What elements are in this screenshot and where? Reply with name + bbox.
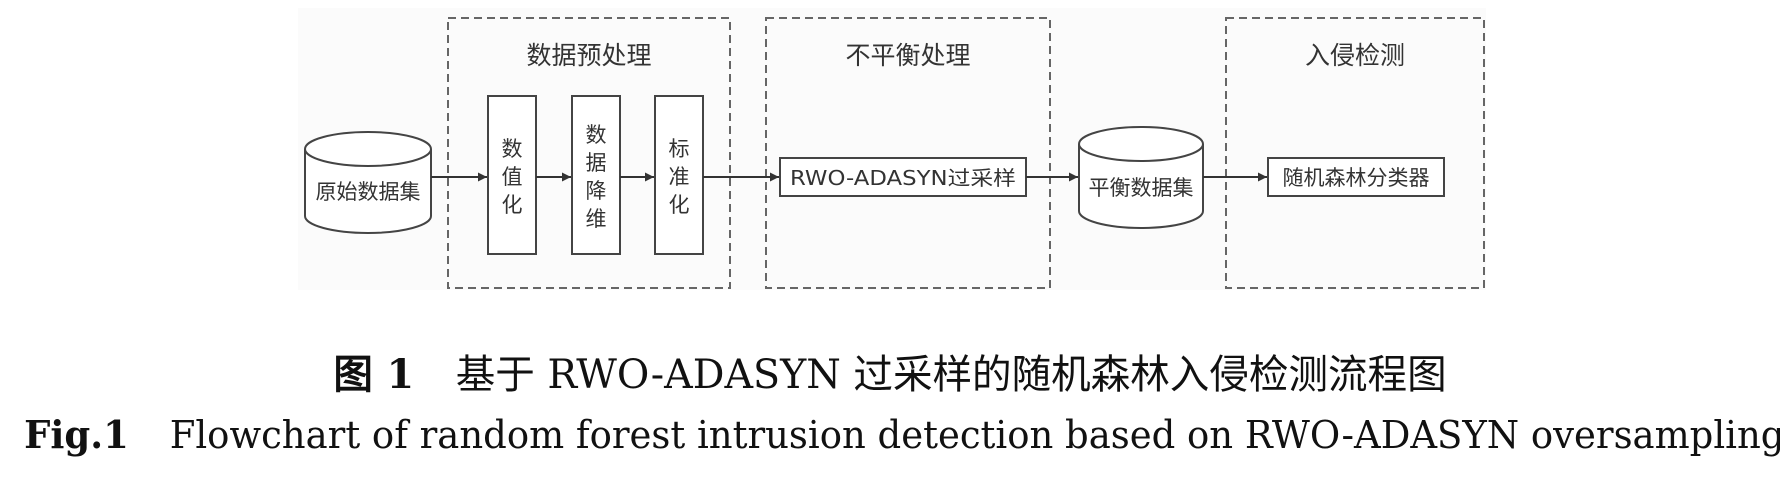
standardize-box <box>654 95 704 255</box>
group-title-preprocess: 数据预处理 <box>526 41 651 70</box>
raw-dataset-cylinder-top <box>304 131 432 167</box>
numeric-box <box>487 95 537 255</box>
numeric-char-3: 化 <box>502 193 523 217</box>
standardize-char-1: 标 <box>669 137 690 161</box>
node-balanced-dataset: 平衡数据集 <box>1078 126 1204 229</box>
balanced-dataset-cylinder-top <box>1078 126 1204 162</box>
node-raw-dataset: 原始数据集 <box>304 131 432 234</box>
dim-reduction-char-4: 维 <box>586 207 607 231</box>
node-numeric: 数 值 化 <box>487 95 537 255</box>
dim-reduction-char-3: 降 <box>586 179 607 203</box>
caption-en-text: Flowchart of random forest intrusion det… <box>169 413 1780 457</box>
group-title-imbalance: 不平衡处理 <box>845 41 970 70</box>
caption-cn-text: 基于 RWO-ADASYN 过采样的随机森林入侵检测流程图 <box>455 352 1447 398</box>
classifier-box <box>1267 157 1445 197</box>
figure-caption-english: Fig.1 Flowchart of random forest intrusio… <box>24 412 1780 457</box>
group-box-imbalance <box>765 17 1051 289</box>
standardize-char-3: 化 <box>669 193 690 217</box>
group-title-detection: 入侵检测 <box>1305 41 1405 70</box>
caption-en-label: Fig.1 <box>24 412 129 457</box>
dim-reduction-char-1: 数 <box>586 123 607 147</box>
numeric-char-1: 数 <box>502 137 523 161</box>
numeric-char-2: 值 <box>502 165 523 189</box>
standardize-char-2: 准 <box>669 165 690 189</box>
dim-reduction-char-2: 据 <box>586 151 607 175</box>
raw-dataset-label: 原始数据集 <box>316 180 421 204</box>
group-box-detection <box>1225 17 1485 289</box>
oversampling-label: RWO-ADASYN过采样 <box>790 166 1016 190</box>
raw-dataset-cylinder-body <box>304 149 432 234</box>
figure-caption-chinese: 图 1 基于 RWO-ADASYN 过采样的随机森林入侵检测流程图 <box>10 342 1770 400</box>
node-oversampling: RWO-ADASYN过采样 <box>779 157 1027 197</box>
flowchart-diagram: 数据预处理 不平衡处理 入侵检测 原始数据集 数 值 化 数 据 降 维 标 准… <box>304 17 1485 289</box>
node-dim-reduction: 数 据 降 维 <box>571 95 621 255</box>
classifier-label: 随机森林分类器 <box>1283 166 1430 190</box>
node-classifier: 随机森林分类器 <box>1267 157 1445 197</box>
balanced-dataset-cylinder-body <box>1078 144 1204 229</box>
caption-cn-label: 图 1 <box>333 351 415 398</box>
dim-reduction-box <box>571 95 621 255</box>
node-standardize: 标 准 化 <box>654 95 704 255</box>
balanced-dataset-label: 平衡数据集 <box>1089 176 1194 200</box>
group-box-preprocess <box>447 17 731 289</box>
